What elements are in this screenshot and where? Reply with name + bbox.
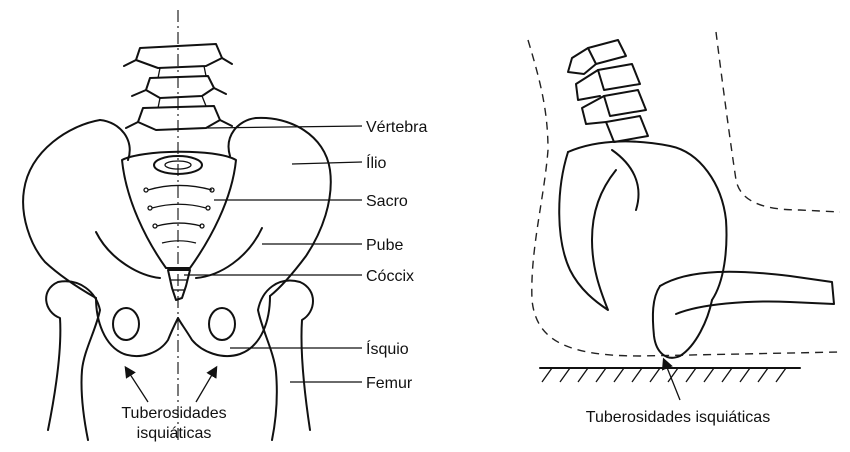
arrow-right-tuberosity: [196, 368, 216, 402]
label-vertebra: Vértebra: [366, 119, 427, 136]
label-ilio: Ílio: [366, 153, 387, 172]
caption-front-line2: isquiáticas: [137, 425, 212, 442]
right-femur: [258, 281, 313, 440]
right-obturator-foramen: [209, 308, 235, 340]
body-outline: [528, 40, 840, 356]
label-coccix: Cóccix: [366, 268, 414, 285]
right-ischium: [178, 296, 270, 356]
sacrum-side: [559, 152, 616, 310]
pelvis-side-view: Tuberosidades isquiáticas: [528, 32, 840, 426]
label-sacro: Sacro: [366, 193, 408, 210]
caption-front-line1: Tuberosidades: [121, 405, 226, 422]
left-obturator-foramen: [113, 308, 139, 340]
ilium-side: [568, 141, 726, 300]
caption-side: Tuberosidades isquiáticas: [586, 409, 770, 426]
left-femur: [46, 281, 100, 440]
label-femur: Femur: [366, 375, 413, 392]
lumbar-vertebrae-side: [568, 40, 648, 142]
floor-hatching: [542, 368, 786, 382]
label-isquio: Ísquio: [366, 339, 409, 358]
femur-side: [660, 272, 834, 314]
ischium-side: [653, 286, 712, 358]
left-ilium: [23, 120, 100, 298]
pelvis-front-view: Vértebra Ílio Sacro Pube Cóccix Ísquio F…: [23, 10, 427, 442]
left-ischium: [96, 298, 178, 356]
arrow-left-tuberosity: [126, 368, 148, 402]
label-pube: Pube: [366, 237, 403, 254]
arrow-side-tuberosity: [664, 360, 680, 400]
right-ilium: [256, 118, 331, 296]
